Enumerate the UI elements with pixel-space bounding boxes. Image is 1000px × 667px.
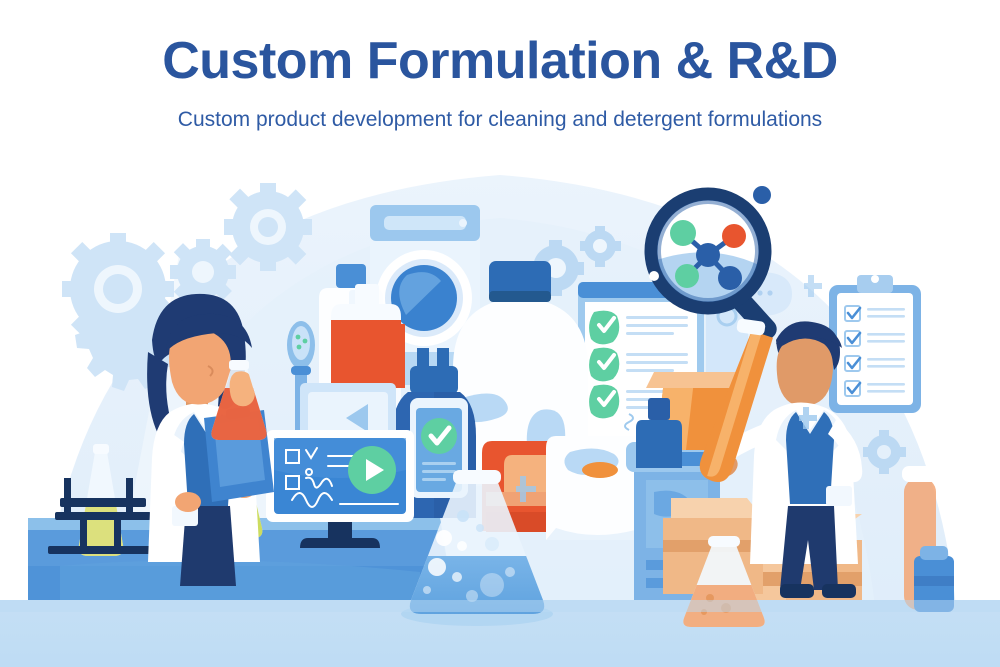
plus-accent-left [516,476,536,502]
document-check-row [589,347,688,382]
clipboard-check-row [844,355,905,372]
clipboard-checklist [829,275,921,413]
scientist-female [147,293,274,586]
stand-platform [60,498,146,507]
floor-shadow-line [0,600,1000,612]
plus-accent-far-right [804,275,822,297]
gear-right-low [863,430,906,474]
plus-accent-right [799,407,817,429]
molecule-node-green [670,220,696,246]
magnifier-molecule [644,187,777,340]
test-tube-orange [699,318,773,483]
molecule-diagram [670,220,746,290]
molecule-node-center [696,243,720,267]
flask-on-stand [48,444,156,556]
soap-bar-package [546,436,642,540]
bottle-small-navy [636,398,682,468]
infinity-doodle [624,413,634,431]
dot-accent-top [753,186,771,204]
monitor-dashboard [266,430,414,548]
document-check-row [589,310,688,345]
clipboard-check-row [844,380,905,397]
stand-base [48,546,156,554]
test-tube-rack-right [902,466,954,612]
molecule-node-red [722,224,746,248]
background-gears [62,183,906,474]
decorative-accents [516,186,822,502]
clipboard-check-row [844,330,905,347]
gear-medium-top [224,183,312,271]
document-check-rows [589,310,688,419]
molecule-node-blue [718,266,742,290]
gear-top-right [580,226,621,267]
smartphone-approved [410,398,468,498]
clipboard-check-row [844,305,905,322]
clipboard-check-rows [844,305,905,397]
dot-accent-white [649,271,659,281]
molecule-node-green [675,264,699,288]
